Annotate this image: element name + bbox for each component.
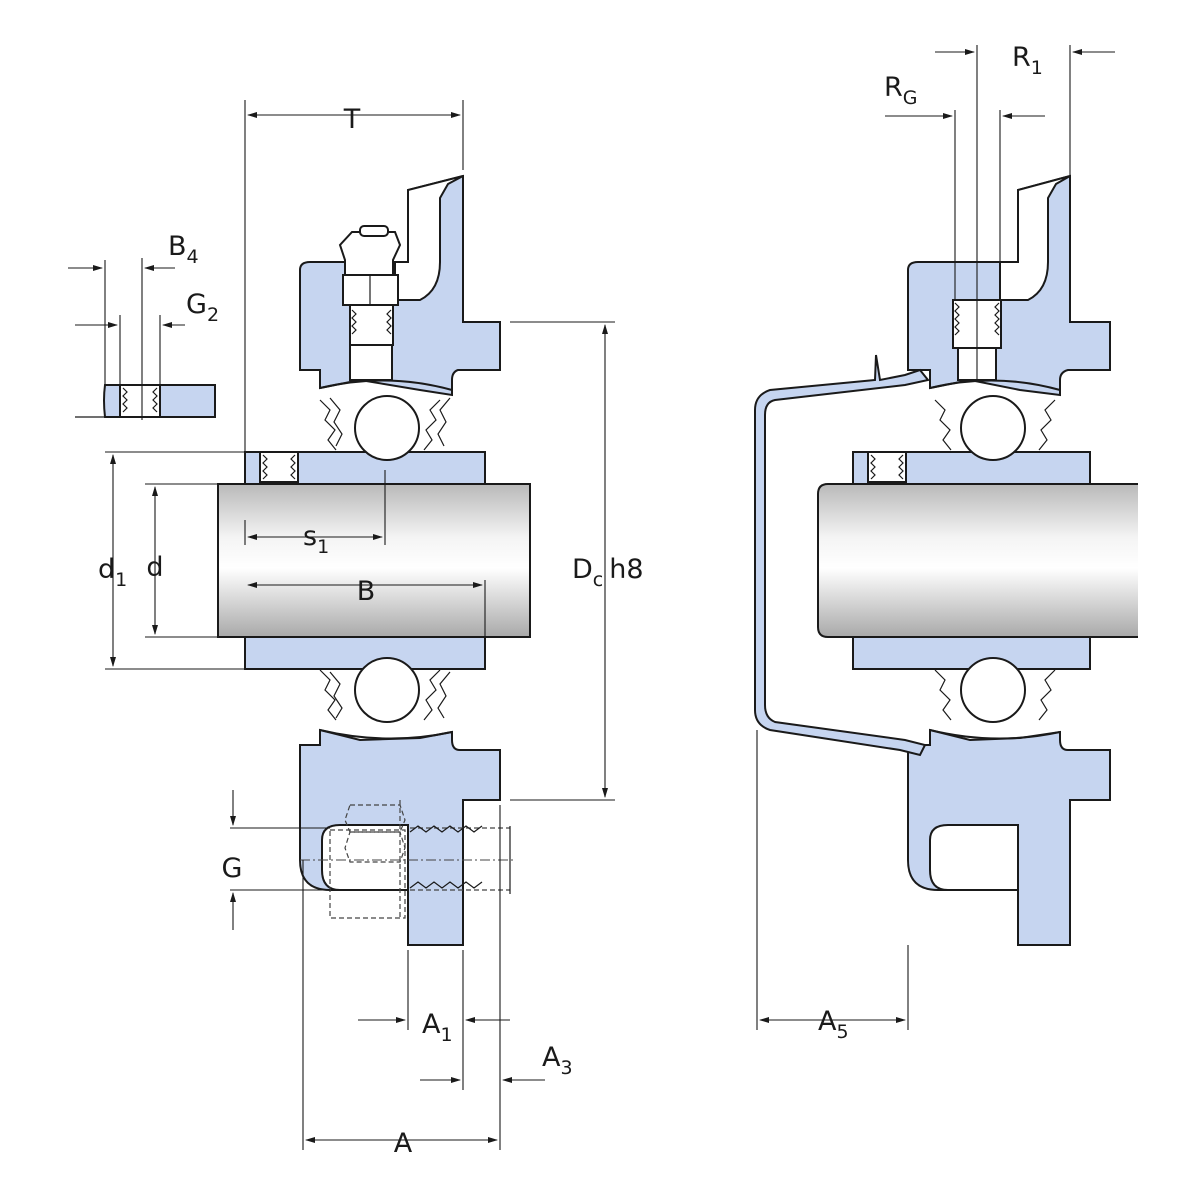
extension-lines	[104, 100, 615, 1150]
right-section-view: RG R1 A5	[754, 42, 1138, 1043]
label-RG: RG	[884, 72, 918, 109]
label-d: d	[146, 552, 163, 583]
inner-ring-lower	[244, 636, 486, 670]
label-A1: A1	[422, 1009, 453, 1046]
housing-upper-rim-right	[999, 175, 1071, 301]
label-G2: G2	[186, 289, 219, 326]
seals-lower	[319, 669, 451, 721]
housing-lower-cutout	[321, 824, 409, 891]
extension-lines-right	[756, 45, 1071, 1030]
set-screw	[259, 451, 299, 483]
inner-ring-lower-right	[852, 636, 1091, 670]
dimension-lines-right	[759, 49, 1115, 1023]
label-B: B	[357, 576, 376, 607]
set-screw-right	[867, 451, 907, 483]
label-T: T	[343, 104, 361, 135]
label-R1: R1	[1012, 42, 1043, 79]
end-cover	[754, 354, 930, 757]
ball-lower	[354, 657, 420, 723]
seals-right	[934, 399, 1056, 721]
label-A3: A3	[542, 1042, 573, 1079]
dimension-lines	[68, 112, 608, 1143]
label-d1: d1	[98, 554, 127, 591]
label-A: A	[394, 1128, 413, 1159]
bolt-phantom	[300, 800, 515, 920]
housing-upper-rim	[394, 175, 464, 301]
label-s1: s1	[303, 521, 329, 558]
shaft	[217, 483, 531, 638]
label-B4: B4	[168, 231, 199, 268]
set-screw-detail	[75, 384, 216, 418]
ball-upper	[354, 395, 420, 461]
seals-upper	[319, 397, 451, 451]
label-A5: A5	[818, 1006, 849, 1043]
label-G: G	[222, 853, 243, 884]
ball-lower-right	[960, 657, 1026, 723]
ball-upper-right	[960, 395, 1026, 461]
housing-lower-cutout-right	[929, 824, 1019, 891]
grease-nipple	[338, 225, 402, 381]
shaft-right	[817, 483, 1138, 638]
